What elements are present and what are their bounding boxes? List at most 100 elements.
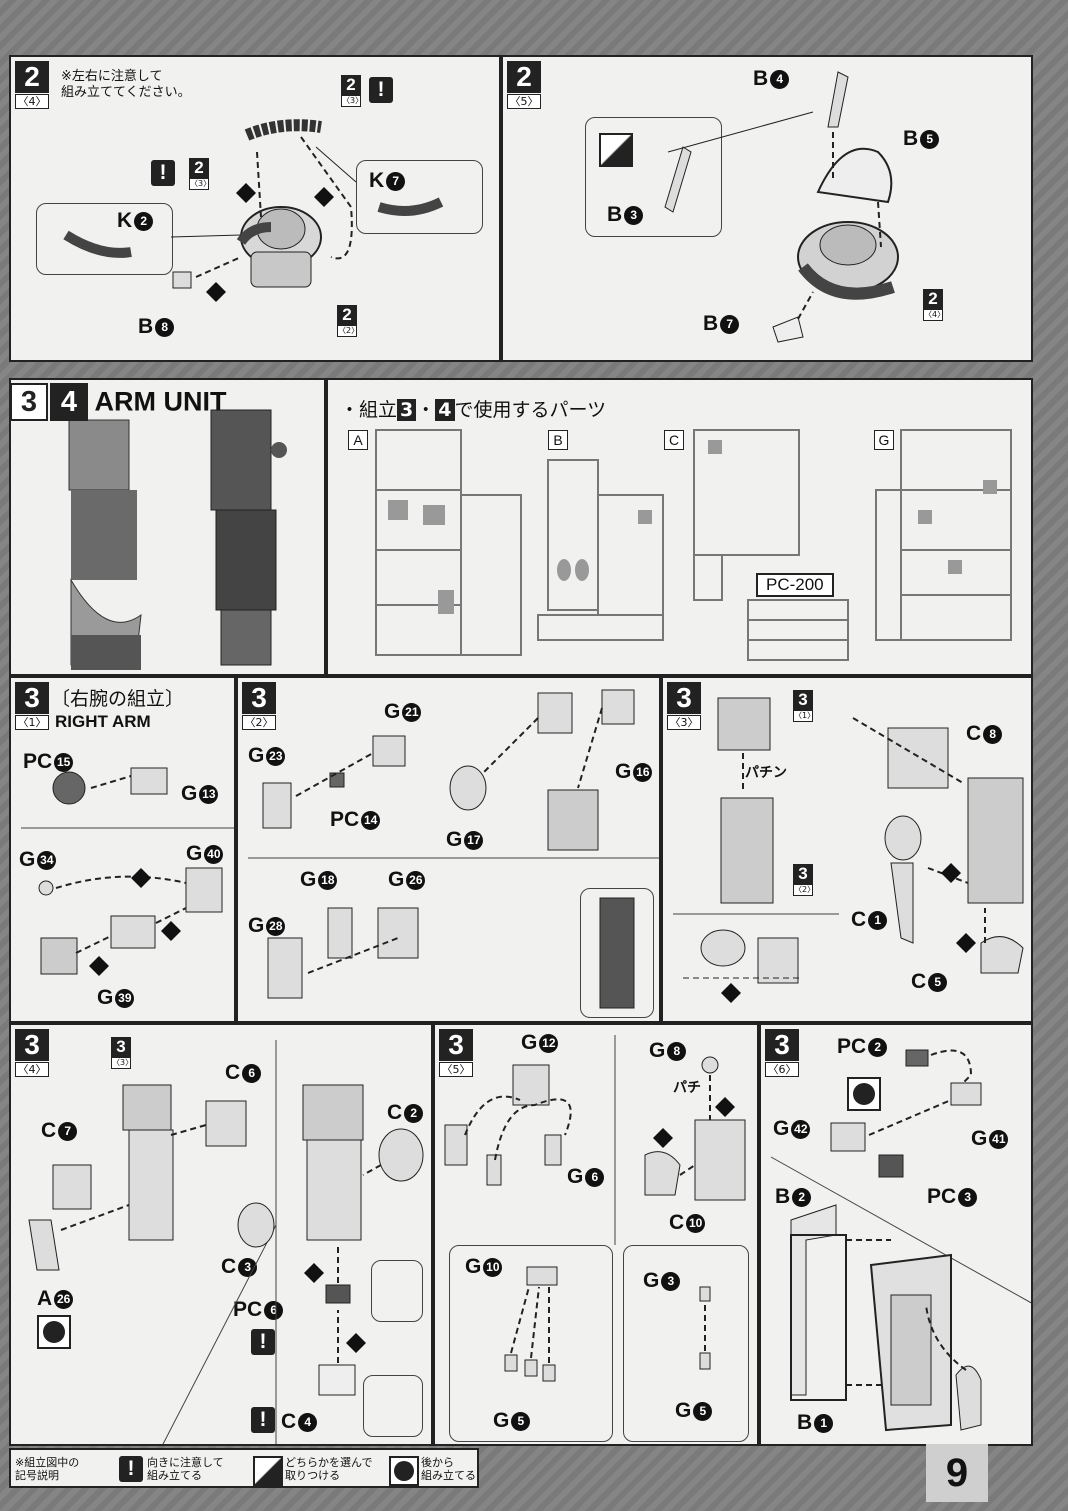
arm-unit-photo xyxy=(68,409,287,670)
runner-tag-pc200: PC-200 xyxy=(756,573,834,597)
assembly-illustration xyxy=(28,1040,424,1444)
assembly-illustration xyxy=(63,119,444,302)
assemble-later-icon xyxy=(847,1077,881,1111)
ref-badge-2-3: 2〈3〉 xyxy=(341,75,364,107)
step-badge: 3〈3〉 xyxy=(667,682,701,730)
runner-tag-c: C xyxy=(664,430,684,450)
assembly-illustration xyxy=(21,767,234,976)
ref-badge-3-3: 3〈3〉 xyxy=(111,1037,134,1069)
legend-caution-text: 向きに注意して 組み立てる xyxy=(147,1456,224,1482)
ref-badge-2-3: 2〈3〉 xyxy=(189,158,212,190)
step-badge: 3〈5〉 xyxy=(439,1029,473,1077)
step-badge: 2 〈4〉 xyxy=(15,61,49,109)
step-title-en: RIGHT ARM xyxy=(55,712,151,731)
detail-callout xyxy=(623,1245,749,1442)
runner-tag-b: B xyxy=(548,430,568,450)
step-badge: 2 〈5〉 xyxy=(507,61,541,109)
detail-callout xyxy=(363,1375,423,1437)
assembly-illustration xyxy=(248,689,659,1009)
caution-icon: ! xyxy=(251,1407,275,1433)
legend-later-text: 後から 組み立てる xyxy=(421,1456,476,1482)
ref-badge-3-2: 3〈2〉 xyxy=(793,864,816,896)
step-badge: 3〈4〉 xyxy=(15,1029,49,1077)
callout-k7 xyxy=(356,160,483,234)
caution-icon: ! xyxy=(151,160,175,186)
ref-badge-2-4: 2〈4〉 xyxy=(923,289,946,321)
step-2-4-panel: 2 〈4〉 ※左右に注意して 組み立ててください。 2〈3〉 ! ! 2〈3〉 … xyxy=(9,55,501,362)
assembly-illustration xyxy=(664,71,899,343)
snap-sound-text: パチン xyxy=(745,765,787,781)
assemble-later-icon xyxy=(389,1456,419,1486)
runner-diagrams xyxy=(375,429,1012,661)
runner-tag-g: G xyxy=(874,430,894,450)
page-number: 9 xyxy=(926,1444,988,1502)
caution-icon: ! xyxy=(369,77,393,103)
runner-tag-a: A xyxy=(348,430,368,450)
step-badge: 3〈2〉 xyxy=(242,682,276,730)
legend-heading: ※組立図中の 記号説明 xyxy=(15,1456,80,1482)
ref-badge-2-2: 2〈2〉 xyxy=(337,305,360,337)
ref-badge-3-1: 3〈1〉 xyxy=(793,690,816,722)
symbol-legend: ※組立図中の 記号説明 ! 向きに注意して 組み立てる どちらかを選んで 取りつ… xyxy=(9,1448,479,1488)
arm-unit-photo-panel xyxy=(9,378,326,676)
step-badge: 3〈6〉 xyxy=(765,1029,799,1077)
note-text: ※左右に注意して 組み立ててください。 xyxy=(61,69,191,100)
choose-one-icon xyxy=(599,133,633,167)
choose-one-icon xyxy=(253,1456,283,1486)
caution-icon: ! xyxy=(119,1456,143,1482)
assembly-illustration xyxy=(673,697,1024,1003)
caution-icon: ! xyxy=(251,1329,275,1355)
snap-sound-text: パチ xyxy=(673,1080,701,1096)
legend-choice-text: どちらかを選んで 取りつける xyxy=(285,1456,373,1482)
detail-callout xyxy=(371,1260,423,1322)
